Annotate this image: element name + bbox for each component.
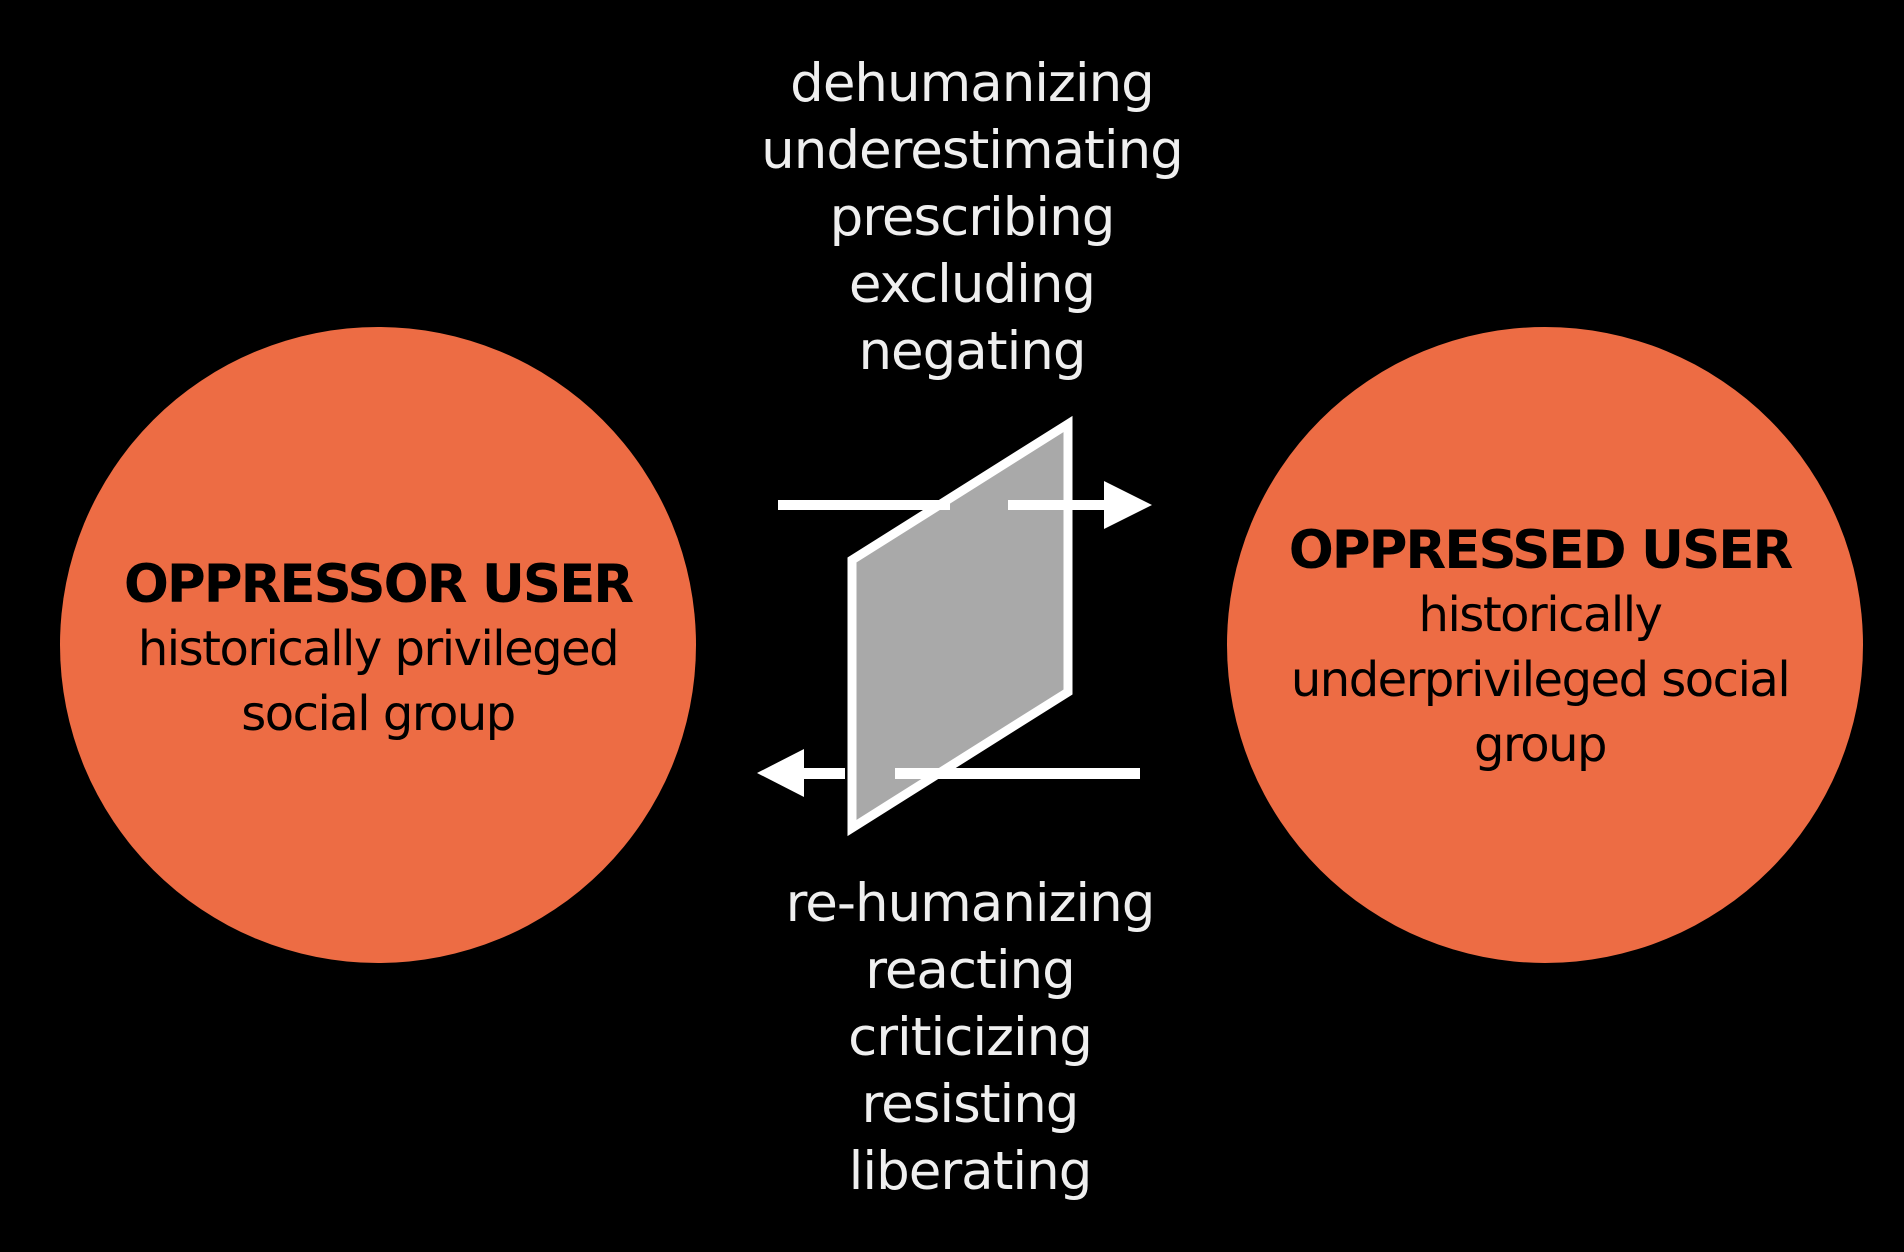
oppressed-user-title: OPPRESSED USER	[1288, 520, 1794, 581]
list-item: excluding	[848, 254, 1096, 315]
oppressed-user-circle	[1227, 327, 1863, 963]
oppressor-user-label: OPPRESSOR USER historically privileged s…	[28, 552, 728, 747]
oppressor-user-subtitle-line: social group	[241, 686, 516, 742]
oppressor-user-title: OPPRESSOR USER	[123, 554, 634, 615]
list-item: negating	[858, 321, 1086, 382]
list-item: criticizing	[848, 1007, 1093, 1068]
oppressed-user-label: OPPRESSED USER historically underprivile…	[1190, 518, 1890, 778]
oppressed-user-subtitle-line: historically	[1418, 587, 1663, 643]
list-item: resisting	[861, 1074, 1080, 1135]
list-item: prescribing	[829, 187, 1116, 248]
oppressed-user-subtitle-line: group	[1474, 717, 1607, 773]
oppression-actions-list: dehumanizing underestimating prescribing…	[572, 50, 1372, 385]
list-item: underestimating	[761, 120, 1184, 181]
list-item: re-humanizing	[785, 873, 1156, 934]
oppressed-user-subtitle-line: underprivileged social	[1290, 652, 1791, 708]
left-arrow-icon	[757, 749, 1140, 797]
oppressor-user-subtitle-line: historically privileged	[137, 621, 620, 677]
oppressor-user-circle	[60, 327, 696, 963]
liberation-actions-list: re-humanizing reacting criticizing resis…	[570, 870, 1370, 1205]
right-arrow-icon	[778, 481, 1152, 529]
list-item: liberating	[848, 1141, 1093, 1202]
parallelogram-plane-icon	[847, 415, 1073, 837]
list-item: reacting	[865, 940, 1076, 1001]
list-item: dehumanizing	[790, 53, 1155, 114]
